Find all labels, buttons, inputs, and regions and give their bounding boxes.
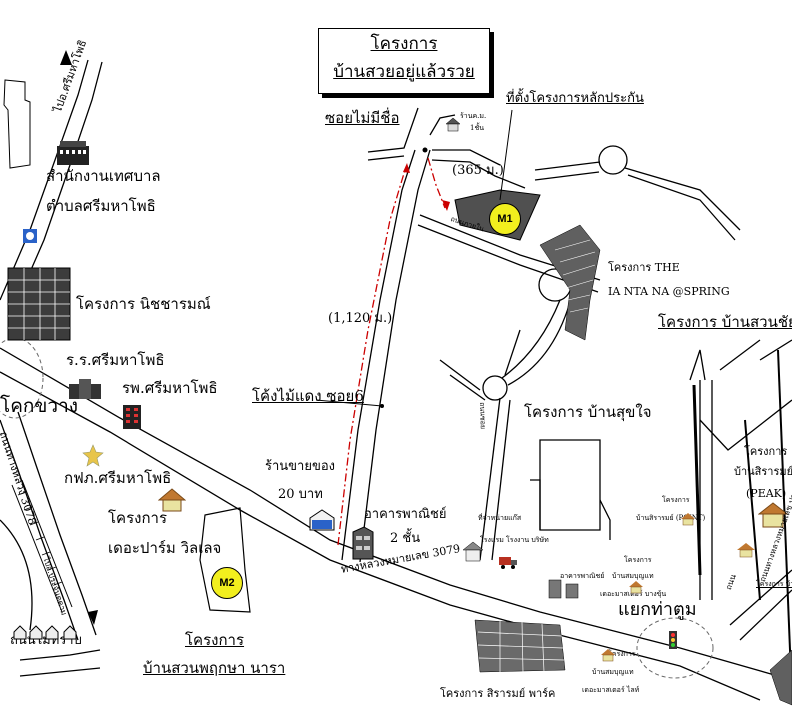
project-sirarom-point-label-2: บ้านสิรารมย์ (POINT) (636, 514, 706, 522)
project-palm-label-2: เดอะปาร์ม วิลเลจ (108, 539, 222, 557)
pea-label: กฟภ.ศรีมหาโพธิ (64, 469, 172, 487)
marker-m1[interactable]: M1 (489, 203, 521, 235)
small-tag-right-label: โครงการ บ้าน (756, 580, 792, 588)
project-sirarom-peak-label-2: บ้านสิรารมย์ (734, 465, 792, 478)
shop-small-label-1: ร้านค.ม. (460, 112, 487, 120)
project-center-label-2: บ้านสมบุญแท (612, 572, 654, 580)
project-title-line2: บ้านสวยอยู่แล้วรวย (333, 62, 475, 82)
project-palm-label-1: โครงการ (108, 509, 168, 527)
project-title-box: โครงการ บ้านสวยอยู่แล้วรวย (318, 28, 490, 94)
gas-station-label: ที่จำหน่ายแก๊ส (478, 514, 522, 522)
project-title-line1: โครงการ (370, 34, 438, 54)
soi-maimichue-label: ซอยไม่มีชื่อ (325, 109, 400, 127)
commercial-building-label-1: อาคารพาณิชย์ (364, 507, 447, 522)
project-suan-phrueksa-label-2: บ้านสวนพฤกษา นารา (143, 659, 286, 677)
project-suan-phrueksa-label-1: โครงการ (185, 631, 245, 649)
project-suan-chai-label: โครงการ บ้านสวนชัย (658, 313, 792, 331)
distance-1120-label: (1,120 ม.) (328, 311, 393, 326)
khong-mai-daeng-label: โค้งไม้แดง ซอย6 (252, 387, 364, 405)
project-the-label-2: IA NTA NA @SPRING (608, 285, 730, 298)
municipal-office-label-1: สำนักงานเทศบาล (46, 167, 161, 185)
market-label: โรงแรม โรงงาน บริษัท (480, 536, 549, 544)
yaek-tha-tum-label: แยกท่าตูม (618, 599, 697, 620)
project-nichcharom-label: โครงการ นิชชารมณ์ (76, 295, 211, 313)
small-blocks-label: อาคารพาณิชย์ (560, 572, 605, 580)
project-suk-jai-label: โครงการ บ้านสุขใจ (524, 403, 652, 421)
project-the-label-1: โครงการ THE (608, 261, 680, 274)
project-sirarom-park-label: โครงการ สิรารมย์ พาร์ค (440, 687, 556, 700)
project-bottom-label-1: โครงการ (608, 650, 636, 658)
school-label: ร.ร.ศรีมหาโพธิ (66, 351, 165, 369)
municipal-office-label-2: ตำบลศรีมหาโพธิ (46, 197, 156, 215)
project-sirarom-peak-label-3: (PEAK) (746, 487, 787, 500)
road-curve-label: ถนนซอย (478, 402, 487, 430)
hospital-label: รพ.ศรีมหาโพธิ (122, 379, 218, 397)
shop-small-label-2: 1ชั้น (470, 124, 484, 132)
khok-khwang-label: โคกขวาง (0, 395, 79, 417)
project-sirarom-peak-label-1: โครงการ (744, 445, 788, 458)
distance-365-label: (365 ม.) (452, 163, 504, 178)
shop-20-label-1: ร้านขายของ (265, 459, 336, 474)
guarantee-location-label: ที่ตั้งโครงการหลักประกัน (506, 91, 644, 106)
project-bottom-label-2: บ้านสมบุญแท (592, 668, 634, 676)
project-center-label-1: โครงการ (624, 556, 652, 564)
project-bottom-label-3: เดอะมาสเตอร์ ไลท์ (582, 686, 640, 694)
shop-20-label-2: 20 บาท (278, 487, 323, 502)
marker-m2[interactable]: M2 (211, 567, 243, 599)
project-sirarom-point-label-1: โครงการ (662, 496, 690, 504)
project-center-label-3: เดอะมาสเตอร์ บางขุ้น (600, 590, 667, 598)
commercial-building-label-2: 2 ชั้น (390, 531, 421, 546)
